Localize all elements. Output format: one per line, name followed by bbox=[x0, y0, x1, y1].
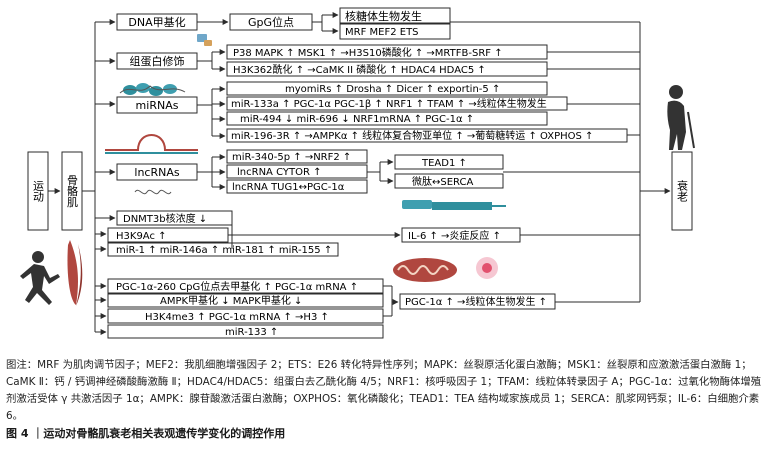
exercise-label: 运动 bbox=[32, 180, 45, 202]
mir133-box: miR-133 ↑ bbox=[107, 324, 384, 339]
svg-text:核糖体生物发生: 核糖体生物发生 bbox=[345, 9, 422, 23]
svg-text:lncRNAs: lncRNAs bbox=[134, 166, 179, 179]
lncrnas-node: lncRNAs bbox=[116, 163, 198, 181]
svg-text:DNMT3b核浓度 ↓: DNMT3b核浓度 ↓ bbox=[123, 212, 207, 225]
svg-text:H3K4me3 ↑ PGC-1α mRNA ↑ →H3 ↑: H3K4me3 ↑ PGC-1α mRNA ↑ →H3 ↑ bbox=[145, 312, 329, 323]
svg-text:lncRNA TUG1↔PGC-1α: lncRNA TUG1↔PGC-1α bbox=[232, 182, 345, 193]
syringe-icon bbox=[402, 200, 506, 210]
exercise-node: 运动 bbox=[27, 151, 49, 231]
myomirs-box: myomiRs ↑ Drosha ↑ Dicer ↑ exportin-5 ↑ bbox=[226, 81, 548, 96]
svg-text:衰老: 衰老 bbox=[676, 179, 689, 202]
pgc-mito-box: PGC-1α ↑ →线粒体生物发生 ↑ bbox=[399, 293, 556, 310]
svg-text:AMPK甲基化 ↓ MAPK甲基化 ↓: AMPK甲基化 ↓ MAPK甲基化 ↓ bbox=[160, 294, 302, 307]
svg-text:PGC-1α-260 CpG位点去甲基化 ↑ PGC-1α: PGC-1α-260 CpG位点去甲基化 ↑ PGC-1α mRNA ↑ bbox=[116, 280, 358, 293]
svg-text:IL-6 ↑ →炎症反应 ↑: IL-6 ↑ →炎症反应 ↑ bbox=[408, 229, 501, 242]
svg-text:组蛋白修饰: 组蛋白修饰 bbox=[130, 54, 185, 68]
figure-notes: 图注：MRF 为肌肉调节因子；MEF2：我肌细胞增强因子 2；ETS：E26 转… bbox=[6, 359, 762, 422]
aging-node: 衰老 bbox=[671, 151, 693, 231]
svg-text:miRNAs: miRNAs bbox=[136, 99, 179, 112]
mir1-group-box: miR-1 ↑ miR-146a ↑ miR-181 ↑ miR-155 ↑ bbox=[107, 242, 339, 257]
dnmt3b-box: DNMT3b核浓度 ↓ bbox=[116, 210, 233, 226]
svg-text:GpG位点: GpG位点 bbox=[248, 15, 294, 29]
mir340-box: miR-340-5p ↑ →NRF2 ↑ bbox=[226, 149, 368, 164]
svg-text:miR-340-5p ↑ →NRF2 ↑: miR-340-5p ↑ →NRF2 ↑ bbox=[232, 152, 351, 163]
nucleosome-icon bbox=[119, 83, 186, 96]
h3k36-box: H3K362酰化 ↑ →CaMK II 磷酸化 ↑ HDAC4 HDAC5 ↑ bbox=[226, 61, 548, 77]
dna-methylation-node: DNA甲基化 bbox=[116, 13, 198, 31]
svg-text:微肽↔SERCA: 微肽↔SERCA bbox=[412, 175, 473, 188]
ampk-box: AMPK甲基化 ↓ MAPK甲基化 ↓ bbox=[107, 293, 384, 308]
hairpin-rna-icon bbox=[105, 134, 198, 154]
svg-text:miR-196-3R ↑ →AMPKα ↑ 线粒体复合物亚单: miR-196-3R ↑ →AMPKα ↑ 线粒体复合物亚单位 ↑ →葡萄糖转运… bbox=[231, 129, 593, 142]
p38-mapk-box: P38 MAPK ↑ MSK1 ↑ →H3S10磷酸化 ↑ →MRTFB-SRF… bbox=[226, 44, 548, 60]
muscle-label: 骨骼肌 bbox=[66, 174, 79, 208]
svg-text:MRF MEF2 ETS: MRF MEF2 ETS bbox=[345, 27, 419, 38]
h3k9ac-box: H3K9Ac ↑ bbox=[107, 227, 229, 243]
svg-text:H3K9Ac ↑: H3K9Ac ↑ bbox=[116, 231, 167, 242]
protein-icon bbox=[197, 34, 212, 46]
figure-caption: 图 4 ｜运动对骨骼肌衰老相关表观遗传学变化的调控作用 bbox=[6, 427, 286, 440]
svg-text:H3K362酰化 ↑ →CaMK II 磷酸化 ↑ HDA: H3K362酰化 ↑ →CaMK II 磷酸化 ↑ HDAC4 HDAC5 ↑ bbox=[233, 63, 486, 76]
squiggle-rna-icon bbox=[134, 189, 172, 195]
svg-text:miR-133 ↑: miR-133 ↑ bbox=[225, 327, 278, 338]
diagram-svg: 运动 骨骼肌 DNA甲基化 GpG位点 核糖体生物发生 MRF MEF2 ETS bbox=[20, 7, 695, 339]
muscle-node: 骨骼肌 bbox=[61, 151, 83, 231]
cell-glow-icon bbox=[476, 257, 498, 279]
svg-text:miR-1 ↑ miR-146a ↑ miR-181 ↑: miR-1 ↑ miR-146a ↑ miR-181 ↑ miR-155 ↑ bbox=[116, 245, 332, 256]
il6-box: IL-6 ↑ →炎症反应 ↑ bbox=[401, 227, 521, 243]
svg-text:miR-133a ↑ PGC-1α PGC-1β ↑ NRF: miR-133a ↑ PGC-1α PGC-1β ↑ NRF1 ↑ TFAM ↑… bbox=[231, 97, 547, 110]
mir133a-box: miR-133a ↑ PGC-1α PGC-1β ↑ NRF1 ↑ TFAM ↑… bbox=[226, 96, 568, 111]
svg-text:TEAD1 ↑: TEAD1 ↑ bbox=[421, 158, 467, 169]
mirnas-node: miRNAs bbox=[116, 96, 198, 114]
svg-text:DNA甲基化: DNA甲基化 bbox=[128, 15, 185, 29]
mitochondria-icon bbox=[393, 258, 457, 282]
elderly-person-icon bbox=[667, 85, 695, 150]
h3k4me3-box: H3K4me3 ↑ PGC-1α mRNA ↑ →H3 ↑ bbox=[107, 308, 384, 324]
runner-icon bbox=[20, 251, 60, 305]
pgc-cpg-box: PGC-1α-260 CpG位点去甲基化 ↑ PGC-1α mRNA ↑ bbox=[107, 278, 384, 294]
lncrna-cytor-box: lncRNA CYTOR ↑ bbox=[226, 164, 368, 179]
svg-text:miR-494 ↓ miR-696 ↓ NRF1mRNA ↑: miR-494 ↓ miR-696 ↓ NRF1mRNA ↑ PGC-1α ↑ bbox=[240, 114, 474, 125]
svg-text:P38 MAPK ↑ MSK1 ↑ →H3S10磷酸化 ↑: P38 MAPK ↑ MSK1 ↑ →H3S10磷酸化 ↑ →MRTFB-SRF… bbox=[233, 46, 503, 59]
svg-text:PGC-1α ↑ →线粒体生物发生 ↑: PGC-1α ↑ →线粒体生物发生 ↑ bbox=[405, 295, 547, 308]
gpg-site-box: GpG位点 bbox=[229, 13, 313, 31]
micro-serca-box: 微肽↔SERCA bbox=[394, 173, 504, 189]
mir196-box: miR-196-3R ↑ →AMPKα ↑ 线粒体复合物亚单位 ↑ →葡萄糖转运… bbox=[226, 128, 628, 143]
svg-text:lncRNA CYTOR ↑: lncRNA CYTOR ↑ bbox=[237, 167, 321, 178]
mir494-box: miR-494 ↓ miR-696 ↓ NRF1mRNA ↑ PGC-1α ↑ bbox=[226, 111, 548, 126]
nuclear-glycoprotein-box: 核糖体生物发生 bbox=[339, 7, 451, 24]
lncrna-tug1-box: lncRNA TUG1↔PGC-1α bbox=[226, 179, 368, 194]
protein-modification-node: 组蛋白修饰 bbox=[116, 52, 198, 70]
mrf-mef2-ets-box: MRF MEF2 ETS bbox=[339, 23, 451, 40]
muscle-icon bbox=[67, 240, 83, 306]
tead1-box: TEAD1 ↑ bbox=[394, 154, 504, 170]
svg-text:myomiRs ↑ Drosha ↑ Dicer ↑: myomiRs ↑ Drosha ↑ Dicer ↑ exportin-5 ↑ bbox=[285, 84, 500, 95]
